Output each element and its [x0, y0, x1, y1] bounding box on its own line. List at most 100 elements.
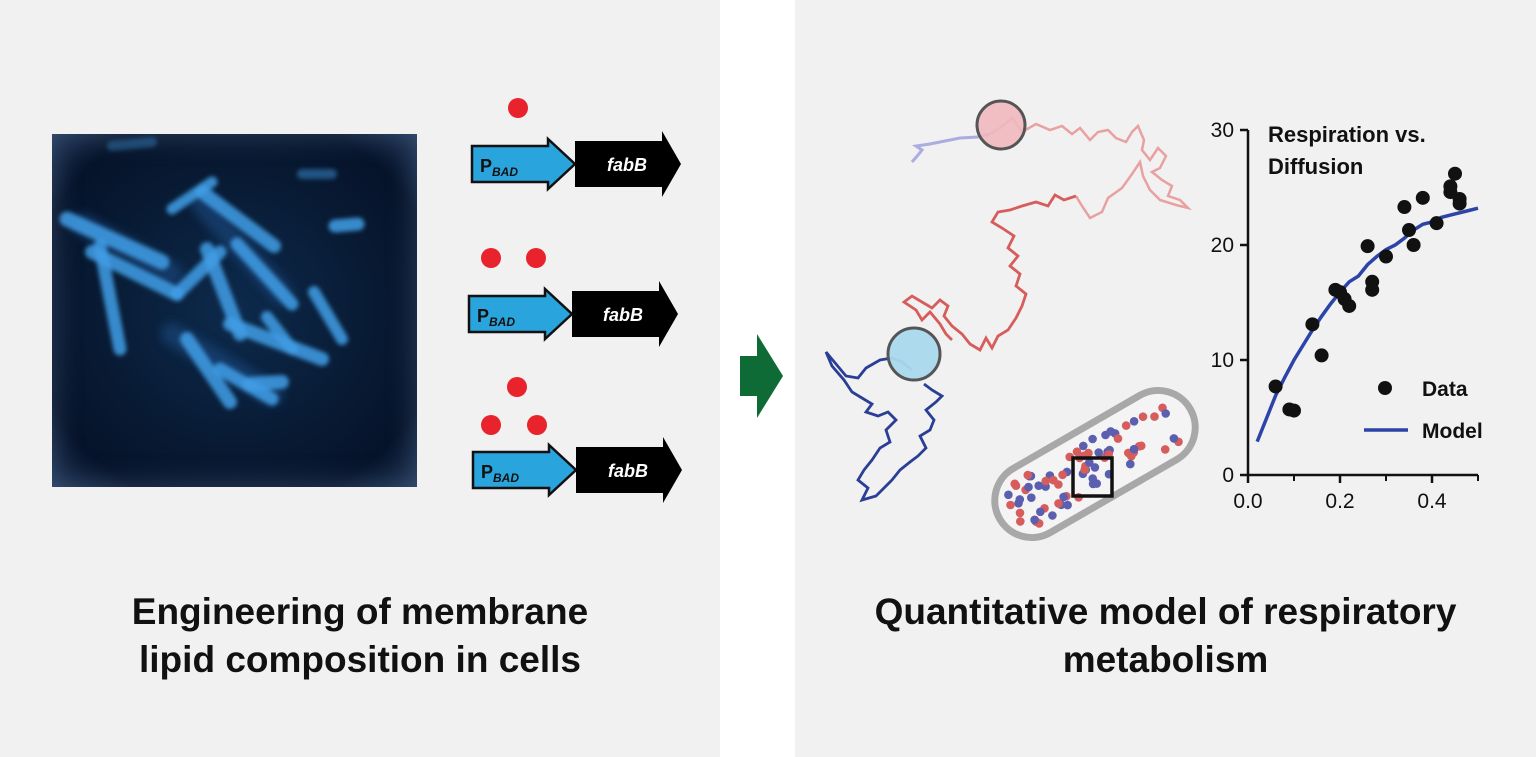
- molecule-dot: [1161, 409, 1170, 418]
- trajectory-faded: [910, 132, 991, 163]
- molecule-dot: [1048, 511, 1057, 520]
- inducer-dot: [526, 248, 546, 268]
- probe-circle-pink: [975, 99, 1027, 151]
- y-tick-label: 0: [1222, 464, 1234, 487]
- molecule-dot: [1090, 463, 1100, 472]
- data-point: [1397, 200, 1412, 215]
- molecule-dot: [1160, 445, 1170, 454]
- molecule-dot: [1085, 458, 1094, 467]
- molecule-dot: [1121, 421, 1131, 430]
- molecule-dot: [1024, 482, 1033, 492]
- data-point: [1287, 403, 1301, 418]
- construct-2: PBAD fabB: [467, 248, 678, 347]
- molecule-dot: [1088, 474, 1097, 483]
- gene-label: fabB: [608, 461, 648, 481]
- molecule-dot: [1030, 515, 1039, 525]
- bacterial-cell: [991, 387, 1199, 541]
- molecule-dot: [1006, 500, 1015, 510]
- promoter-label: PBAD: [480, 156, 518, 179]
- promoter-label: PBAD: [481, 462, 519, 485]
- molecule-dot: [1015, 495, 1025, 504]
- gene-arrow: [576, 437, 682, 503]
- chart-axes: [1246, 130, 1478, 477]
- trajectory-red: [901, 193, 1077, 352]
- inducer-dot: [481, 248, 501, 268]
- trajectory-blue: [824, 351, 945, 503]
- molecule-dot: [1088, 434, 1097, 444]
- molecule-dot: [1058, 470, 1067, 480]
- promoter-arrow: [470, 136, 577, 192]
- legend-data-marker: [1378, 381, 1392, 395]
- chart-title: Respiration vs. Diffusion: [1268, 122, 1432, 179]
- micrograph-cells: [59, 137, 365, 409]
- data-point: [1268, 379, 1283, 394]
- molecule-dot: [1023, 470, 1033, 480]
- inducer-dot: [507, 377, 527, 397]
- data-point: [1314, 348, 1329, 363]
- y-tick-label: 10: [1211, 349, 1234, 372]
- left-caption-line2: lipid composition in cells: [139, 639, 581, 680]
- molecule-dot: [1049, 475, 1058, 485]
- data-point: [1360, 239, 1375, 254]
- data-point: [1448, 166, 1462, 181]
- molecule-dot: [1041, 476, 1050, 486]
- data-point: [1443, 179, 1458, 194]
- molecule-dot: [1036, 507, 1045, 517]
- molecule-dot: [1113, 434, 1123, 443]
- data-point: [1429, 216, 1444, 231]
- right-caption-line1: Quantitative model of respiratory: [874, 591, 1457, 632]
- gene-label: fabB: [603, 305, 643, 325]
- y-tick-label: 20: [1211, 234, 1234, 257]
- data-point: [1406, 238, 1421, 252]
- gene-arrow: [572, 281, 678, 347]
- trajectory-light-red: [989, 116, 1193, 220]
- molecule-dot: [1138, 412, 1148, 422]
- molecule-dot: [1016, 517, 1025, 526]
- molecule-dot: [1079, 441, 1088, 451]
- legend-data-label: Data: [1422, 378, 1468, 401]
- molecule-dot: [1015, 508, 1025, 518]
- promoter-arrow: [467, 286, 574, 342]
- data-point: [1452, 196, 1467, 211]
- molecule-dot: [1034, 481, 1043, 491]
- construct-1: PBAD fabB: [470, 98, 681, 197]
- molecule-dot: [1094, 448, 1103, 457]
- gene-label: fabB: [607, 155, 647, 175]
- x-tick-label: 0.2: [1325, 490, 1354, 513]
- molecule-dot: [1059, 492, 1068, 502]
- legend-model-label: Model: [1422, 420, 1483, 443]
- molecule-dot: [1126, 459, 1135, 469]
- inducer-dot: [481, 415, 501, 435]
- molecule-dot: [1027, 493, 1036, 503]
- inducer-dot: [508, 98, 528, 118]
- inducer-dot: [527, 415, 547, 435]
- chart-title-line2: Diffusion: [1268, 154, 1363, 179]
- y-tick-label: 30: [1211, 119, 1234, 142]
- molecule-dot: [1129, 417, 1139, 426]
- molecule-dot: [1150, 412, 1159, 421]
- data-point: [1365, 282, 1380, 297]
- molecule-dot: [1004, 490, 1013, 500]
- data-point: [1305, 317, 1320, 332]
- promoter-label: PBAD: [477, 306, 515, 329]
- chart-title-line1: Respiration vs.: [1268, 122, 1426, 147]
- molecule-dot: [1072, 447, 1082, 457]
- probe-circle-blue: [886, 326, 942, 382]
- data-point: [1379, 249, 1393, 264]
- zoom-box: [1071, 456, 1114, 498]
- molecule-dot: [1054, 499, 1063, 508]
- right-caption: Quantitative model of respiratory metabo…: [795, 588, 1536, 684]
- data-point: [1402, 223, 1416, 238]
- promoter-arrow: [471, 442, 578, 498]
- data-point: [1342, 298, 1357, 313]
- left-caption: Engineering of membrane lipid compositio…: [0, 588, 720, 684]
- x-tick-label: 0.4: [1417, 490, 1447, 513]
- chart-legend: Data Model: [1364, 378, 1483, 443]
- gene-constructs: PBAD fabB PBAD fabB PBAD fabB: [467, 98, 682, 503]
- molecule-dot: [1011, 481, 1021, 491]
- gene-arrow: [575, 131, 681, 197]
- molecule-dot: [1101, 430, 1110, 440]
- molecule-dot: [1169, 434, 1179, 443]
- cell-micrograph: [52, 134, 417, 487]
